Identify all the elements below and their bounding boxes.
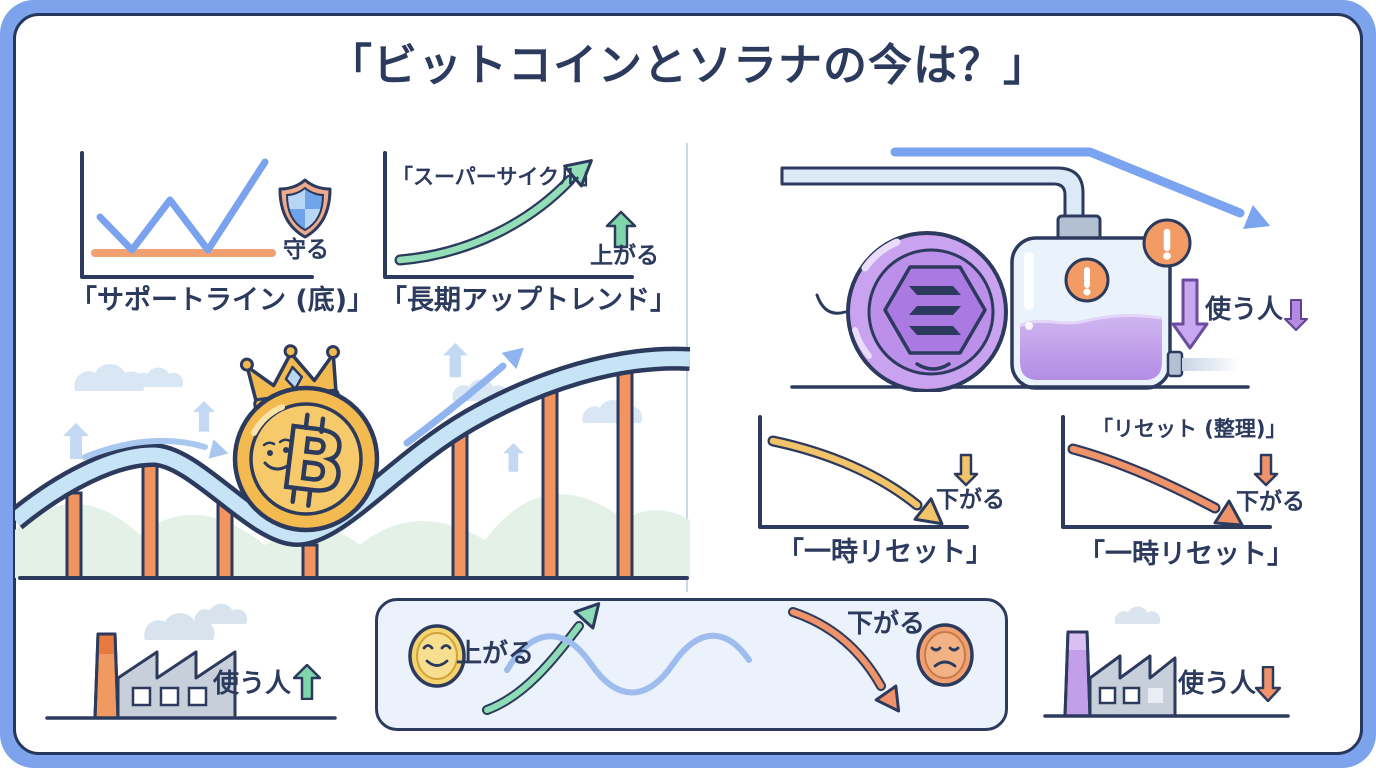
coin-smile	[915, 362, 951, 371]
supercycle-chart	[383, 151, 637, 279]
supercycle-rise-label: 上がる	[590, 243, 659, 269]
coin-face	[262, 438, 292, 471]
tank-liquid	[1020, 315, 1162, 380]
supercycle-annotation: 「スーパーサイクル」	[392, 165, 601, 189]
factory-left-scene	[45, 603, 337, 720]
outflow-stream	[1182, 358, 1240, 371]
factory-right-users-label: 使う人	[1178, 669, 1257, 699]
uptrend-curve-arrow	[482, 602, 601, 715]
reset-annotation: 「リセット (整理)」	[1092, 417, 1287, 441]
factory-icon	[1063, 630, 1177, 718]
small-down-arrow-icon	[1284, 299, 1308, 331]
solana-tank-scene	[780, 147, 1271, 392]
shield-icon	[278, 178, 332, 239]
solana-logo	[883, 265, 987, 355]
svg-text:B: B	[276, 408, 351, 513]
warning-icon	[1064, 257, 1110, 303]
tank-users-label: 使う人	[1205, 295, 1284, 325]
sentiment-box	[375, 598, 1008, 731]
faint-up-arrow-icon	[63, 343, 524, 472]
chart-axis	[1061, 415, 1272, 529]
downtrend-curve-arrow	[767, 435, 944, 526]
down-arrow-icon	[1253, 453, 1279, 487]
chart-axis	[758, 415, 969, 529]
solana-coin-icon	[815, 231, 1008, 392]
factory-right-scene	[1043, 606, 1290, 718]
downtrend-arrow-icon	[890, 147, 1271, 230]
support-chart-caption: 「サポートライン (底)」	[70, 285, 375, 316]
inflow-pipe	[780, 166, 1085, 220]
rollercoaster-scene: B	[15, 343, 690, 580]
rollercoaster-track	[15, 346, 690, 548]
track-pillars	[65, 359, 634, 580]
users-down-arrow-icon	[1171, 278, 1209, 350]
dip-chart	[758, 415, 979, 529]
sentiment-graphics	[408, 602, 974, 715]
bitcoin-coin-icon: B	[232, 344, 380, 533]
sentiment-rise-label: 上がる	[456, 639, 535, 669]
page-title: 「ビットコインとソラナの今は？」	[328, 40, 1048, 91]
downtrend-curve-arrow	[1067, 443, 1244, 527]
sad-face-icon	[916, 623, 974, 687]
sentiment-fall-label: 下がる	[847, 609, 926, 639]
factory-left-users-label: 使う人	[213, 669, 292, 699]
dip-fall-label: 下がる	[936, 487, 1005, 513]
warning-icon	[1142, 218, 1192, 268]
down-arrow-icon	[953, 453, 979, 487]
momentum-arrow-icon	[82, 347, 524, 460]
chart-axis	[80, 151, 314, 279]
reset-chart	[1061, 415, 1279, 529]
support-line-chart	[80, 151, 332, 279]
factory-icon	[93, 632, 237, 720]
supercycle-caption: 「長期アップトレンド」	[380, 285, 677, 316]
smoke-icon	[1114, 606, 1161, 624]
up-arrow-icon	[605, 210, 637, 249]
smoke-icon	[144, 603, 248, 640]
small-up-arrow-icon	[293, 664, 321, 700]
shield-label: 守る	[283, 237, 329, 263]
reset-caption: 「一時リセット」	[1078, 539, 1294, 570]
happy-face-icon	[408, 624, 466, 688]
price-wave-line	[504, 632, 752, 696]
downtrend-curve-arrow	[788, 607, 901, 713]
small-down-arrow-icon	[1255, 666, 1281, 702]
hills	[15, 494, 690, 578]
chart-axis	[383, 151, 634, 279]
uptrend-curve-arrow	[394, 159, 593, 266]
price-zigzag-line	[96, 158, 269, 254]
bitcoin-symbol: B	[274, 406, 354, 516]
reset-fall-label: 下がる	[1236, 489, 1305, 515]
dip-caption: 「一時リセット」	[777, 537, 993, 568]
tank-outlet	[1166, 350, 1184, 378]
